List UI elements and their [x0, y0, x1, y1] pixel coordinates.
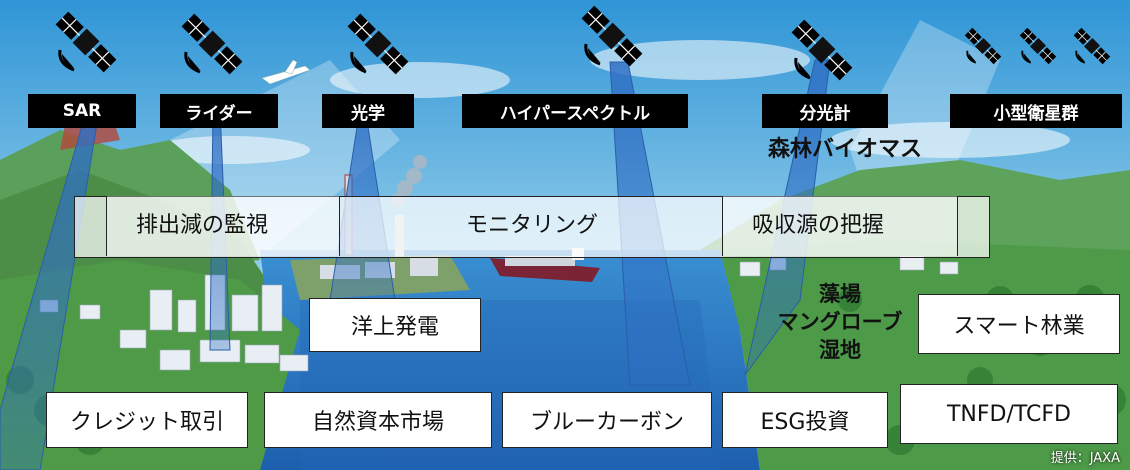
- satellite-icon: [579, 3, 645, 69]
- band-emission-monitoring: 排出減の監視: [136, 213, 269, 238]
- band-sink-assessment: 吸収源の把握: [752, 213, 885, 238]
- box-blue-carbon: ブルーカーボン: [502, 392, 712, 448]
- sat-label-sar: SAR: [28, 94, 136, 128]
- satellite-icon: [789, 17, 855, 83]
- satellite-icon: [1018, 26, 1058, 66]
- image-credit: 提供：JAXA: [1050, 451, 1120, 466]
- sat-label-small-constellation: 小型衛星群: [950, 94, 1122, 128]
- box-esg-investment: ESG投資: [722, 392, 888, 448]
- blue-ecosystems-text: 藻場 マングローブ 湿地: [777, 282, 903, 362]
- sat-label-lidar: ライダー: [160, 94, 278, 128]
- satellite-icon: [345, 11, 411, 77]
- sat-label-hyperspectral: ハイパースペクトル: [462, 94, 688, 128]
- satellite-icon: [179, 11, 245, 77]
- box-tnfd-tcfd: TNFD/TCFD: [900, 384, 1118, 444]
- satellite-icon: [1072, 26, 1112, 66]
- sat-label-spectrometer: 分光計: [762, 94, 888, 128]
- monitoring-band: [74, 196, 990, 258]
- sat-label-optical: 光学: [322, 94, 414, 128]
- box-smart-forestry: スマート林業: [918, 294, 1120, 354]
- box-natural-capital-market: 自然資本市場: [264, 392, 492, 448]
- band-cell-right: [722, 196, 958, 256]
- clouds: [150, 40, 1070, 164]
- forest-biomass-text: 森林バイオマス: [767, 137, 922, 162]
- box-credit-trading: クレジット取引: [46, 392, 248, 448]
- satellite-icon: [53, 9, 119, 75]
- band-monitoring: モニタリング: [466, 213, 599, 238]
- airplane-icon: [261, 59, 311, 85]
- satellite-icon: [963, 26, 1003, 66]
- band-cell-left: [106, 196, 340, 256]
- box-offshore-power: 洋上発電: [309, 298, 481, 352]
